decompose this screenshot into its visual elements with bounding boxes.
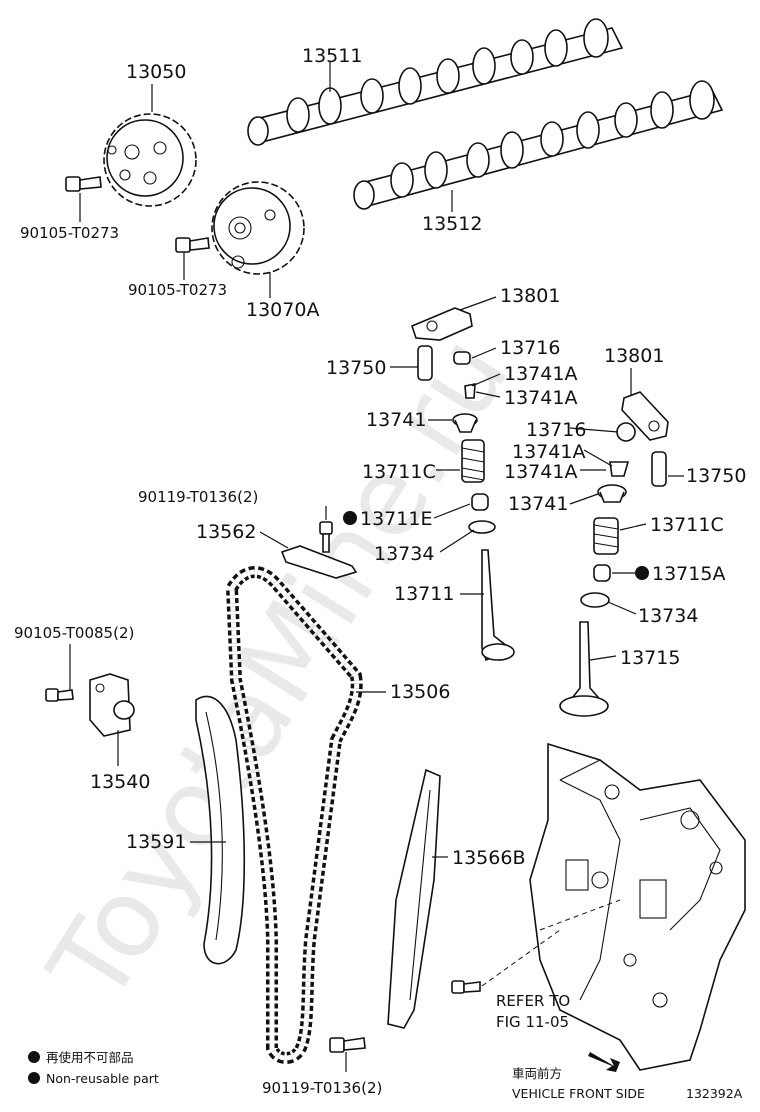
non-reusable-marker (635, 566, 649, 580)
bolt-90105-T0273-lower (175, 237, 210, 253)
valve-stem-oil-seal-13715A (593, 564, 611, 582)
label-13711: 13711 (394, 583, 454, 605)
camshaft-13512 (353, 80, 724, 210)
label-13741A-1: 13741A (504, 363, 577, 385)
label-13715: 13715 (620, 647, 680, 669)
spring-retainer-13741-right (597, 484, 627, 503)
bolt-90119-T0136-top (319, 521, 333, 553)
camshaft-13511 (247, 18, 624, 146)
bolt-90105-T0273-upper (65, 176, 102, 192)
label-90119-T0136-top: 90119-T0136(2) (138, 488, 258, 506)
front-arrow-icon (588, 1052, 620, 1072)
figure-code: 132392A (686, 1086, 743, 1101)
rocker-arm-13801-right (621, 391, 669, 441)
label-13566B: 13566B (452, 847, 525, 869)
shim-13716-left (453, 351, 471, 365)
engine-block-sketch (529, 742, 746, 1071)
retainer-lock-13741A-left (464, 383, 476, 399)
lash-adjuster-13750-right (651, 451, 667, 487)
label-13070A: 13070A (246, 299, 319, 321)
label-13716-left: 13716 (500, 337, 560, 359)
spring-retainer-13741-left (452, 413, 478, 433)
exhaust-valve-13715 (559, 621, 609, 717)
valve-spring-seat-13734-right (580, 592, 610, 608)
label-13711E: 13711E (360, 508, 432, 530)
label-13591: 13591 (126, 831, 186, 853)
label-13711C-right: 13711C (650, 514, 724, 536)
valve-stem-oil-seal-13711E (471, 493, 489, 511)
label-refer-line1: REFER TO (496, 992, 570, 1010)
non-reusable-marker (343, 511, 357, 525)
vehicle-front-indicator: 車両前方 VEHICLE FRONT SIDE (512, 1052, 645, 1101)
legend: 再使用不可部品 Non-reusable part (28, 1050, 159, 1086)
legend-text-jp: 再使用不可部品 (46, 1050, 134, 1065)
camshaft-timing-gear-13050 (103, 113, 197, 207)
label-13741A-3: 13741A (512, 441, 585, 463)
valve-spring-13711C-left (461, 439, 485, 483)
label-refer-line2: FIG 11-05 (496, 1013, 569, 1031)
label-13734-left: 13734 (374, 543, 434, 565)
bolt-90119-T0136-bottom (329, 1037, 366, 1053)
direction-text-en: VEHICLE FRONT SIDE (512, 1086, 645, 1101)
label-90105-T0085: 90105-T0085(2) (14, 624, 134, 642)
label-13741-right: 13741 (508, 493, 568, 515)
label-13506: 13506 (390, 681, 450, 703)
shim-13716-right (616, 422, 636, 442)
intake-valve-13711 (481, 549, 515, 662)
reference-bolt (451, 980, 481, 994)
lash-adjuster-13750-left (417, 345, 433, 381)
legend-text-en: Non-reusable part (46, 1071, 159, 1086)
chain-guide-13562 (280, 545, 358, 579)
label-13750-right: 13750 (686, 465, 746, 487)
label-13801-right: 13801 (604, 345, 664, 367)
label-13741-left: 13741 (366, 409, 426, 431)
label-90119-T0136-bottom: 90119-T0136(2) (262, 1079, 382, 1097)
chain-tensioner-13540 (89, 673, 135, 737)
legend-dot-en (28, 1072, 40, 1084)
chain-slipper-13591 (195, 695, 246, 965)
chain-damper-13566B (387, 768, 441, 1029)
label-13050: 13050 (126, 61, 186, 83)
retainer-lock-13741A-right (609, 461, 630, 477)
label-13562: 13562 (196, 521, 256, 543)
reference-dashed-line (481, 929, 561, 987)
label-13741A-4: 13741A (504, 461, 577, 483)
leader-lines (69, 62, 684, 1072)
label-13540: 13540 (90, 771, 150, 793)
direction-text-jp: 車両前方 (512, 1066, 562, 1081)
camshaft-timing-gear-13070A (211, 181, 305, 275)
label-13715A: 13715A (652, 563, 725, 585)
label-13734-right: 13734 (638, 605, 698, 627)
label-13716-right: 13716 (526, 419, 586, 441)
valve-spring-seat-13734-left (468, 520, 496, 534)
label-13801-left: 13801 (500, 285, 560, 307)
timing-chain-13506 (225, 566, 363, 1064)
label-90105-T0273-lower: 90105-T0273 (128, 281, 227, 299)
valve-spring-13711C-right (593, 517, 619, 555)
label-13750-left: 13750 (326, 357, 386, 379)
label-13741A-2: 13741A (504, 387, 577, 409)
rocker-arm-13801-left (411, 307, 473, 341)
label-13511: 13511 (302, 45, 362, 67)
legend-dot-jp (28, 1051, 40, 1063)
bolt-90105-T0085 (45, 688, 74, 702)
label-13512: 13512 (422, 213, 482, 235)
label-13711C-left: 13711C (362, 461, 436, 483)
label-90105-T0273-upper: 90105-T0273 (20, 224, 119, 242)
